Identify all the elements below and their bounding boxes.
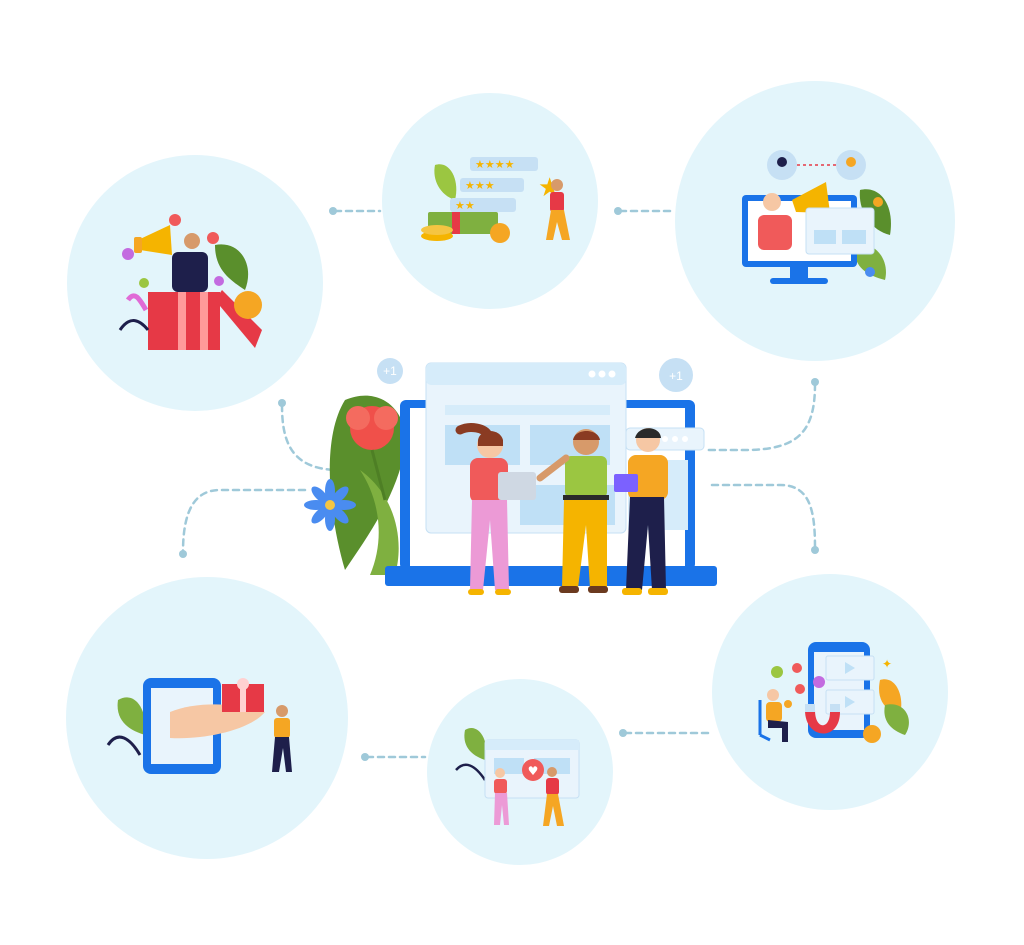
person-man bbox=[614, 428, 668, 595]
node-audience-magnet: ✦ bbox=[758, 642, 909, 743]
like-icon bbox=[784, 700, 792, 708]
like-icon bbox=[771, 666, 783, 678]
leaf-icon bbox=[360, 470, 399, 575]
person-man bbox=[758, 193, 792, 250]
person-man bbox=[272, 705, 292, 772]
heart-icon bbox=[169, 214, 181, 226]
plus-one-badge: +1 bbox=[377, 358, 403, 384]
coin-icon bbox=[490, 223, 510, 243]
connector-dot bbox=[329, 207, 337, 215]
sparkle-icon: ✦ bbox=[882, 657, 892, 671]
svg-text:★★★: ★★★ bbox=[465, 179, 495, 192]
leaf-icon bbox=[884, 704, 909, 735]
center-illustration: +1 +1 bbox=[304, 358, 717, 595]
hand-icon bbox=[170, 704, 265, 739]
like-icon bbox=[139, 278, 149, 288]
node-ratings: ★★★★ ★★★ ★★ ★ bbox=[421, 157, 570, 243]
like-icon bbox=[122, 248, 134, 260]
heart-icon bbox=[207, 232, 219, 244]
node-liked-content: ♥ bbox=[455, 728, 580, 826]
flower-icon bbox=[865, 267, 875, 277]
svg-text:★★★★: ★★★★ bbox=[475, 158, 515, 171]
badge-label: +1 bbox=[669, 369, 683, 383]
person-man bbox=[543, 767, 564, 826]
connector-dot bbox=[614, 207, 622, 215]
leaf-icon bbox=[859, 189, 891, 235]
flower-icon bbox=[304, 479, 356, 531]
connector-dot bbox=[278, 399, 286, 407]
coin-icon bbox=[863, 725, 881, 743]
connectors bbox=[179, 207, 819, 761]
node-gift-delivery bbox=[106, 678, 292, 774]
connector-line bbox=[181, 488, 307, 554]
leaf-icon bbox=[434, 164, 457, 200]
connector-line bbox=[280, 403, 337, 472]
branch-icon bbox=[455, 763, 487, 781]
gift-box-icon bbox=[148, 290, 262, 350]
person-man bbox=[536, 429, 609, 593]
megaphone-icon bbox=[134, 225, 172, 255]
star-rating-icon: ★★★★ ★★★ ★★ bbox=[450, 157, 538, 212]
person-woman bbox=[455, 423, 536, 595]
branch-icon bbox=[106, 735, 142, 756]
heart-icon bbox=[522, 759, 544, 781]
node-gift-promo bbox=[118, 214, 262, 350]
connector-dot bbox=[361, 753, 369, 761]
connector-dot bbox=[179, 550, 187, 558]
plus-one-badge: +1 bbox=[659, 358, 693, 392]
person-woman bbox=[494, 768, 509, 825]
person-woman bbox=[758, 689, 788, 742]
svg-text:♥: ♥ bbox=[528, 764, 539, 778]
coin-icon bbox=[421, 225, 453, 241]
gift-box-icon bbox=[222, 678, 264, 712]
megaphone-icon bbox=[792, 182, 830, 213]
magnet-icon bbox=[805, 704, 840, 734]
like-icon bbox=[214, 276, 224, 286]
badge-label: +1 bbox=[383, 364, 397, 378]
svg-text:★★: ★★ bbox=[455, 199, 475, 212]
connector-dot bbox=[811, 546, 819, 554]
chair-icon bbox=[758, 700, 771, 742]
laptop-icon bbox=[498, 472, 536, 500]
heart-icon bbox=[795, 684, 805, 694]
tablet-icon bbox=[614, 474, 638, 492]
heart-icon bbox=[792, 663, 802, 673]
flower-icon bbox=[873, 197, 883, 207]
connector-dot bbox=[619, 729, 627, 737]
leaf-icon bbox=[125, 293, 149, 312]
connector-dot bbox=[811, 378, 819, 386]
leaf-icon bbox=[215, 244, 249, 290]
flower-icon bbox=[346, 406, 398, 501]
leaf-icon bbox=[464, 728, 487, 760]
node-video-promo bbox=[742, 150, 891, 284]
branch-icon bbox=[118, 319, 150, 331]
leaf-icon bbox=[117, 697, 146, 735]
connector-line bbox=[703, 382, 817, 452]
person-man bbox=[546, 179, 570, 240]
like-icon bbox=[813, 676, 825, 688]
connector-line bbox=[710, 483, 817, 550]
